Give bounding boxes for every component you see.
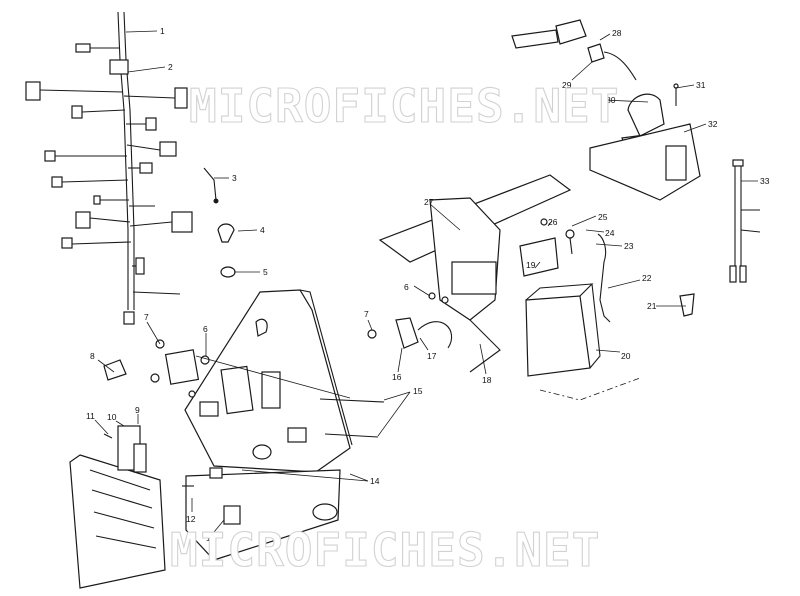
watermarks: MICROFICHES.NET MICROFICHES.NET [169,78,619,577]
leader-lines [94,30,758,533]
callout-20: 20 [621,351,631,361]
callout-5: 5 [263,267,268,277]
callout-29: 29 [562,80,572,90]
small-parts [203,167,236,278]
callout-9: 9 [135,405,140,415]
callout-1: 1 [160,26,165,36]
callout-19: 19 [526,260,536,270]
callout-11: 11 [86,411,95,421]
callout-7-second: 7 [364,309,369,319]
callout-6: 6 [203,324,208,334]
watermark-top: MICROFICHES.NET [189,79,619,133]
callout-26: 26 [548,217,558,227]
callout-8: 8 [90,351,95,361]
callout-32: 32 [708,119,718,129]
callout-4: 4 [260,225,265,235]
electrical-panel [103,289,385,473]
callout-23: 23 [624,241,634,251]
callout-21: 21 [647,301,657,311]
callout-2: 2 [168,62,173,72]
wiring-harness [25,11,193,325]
callout-24: 24 [605,228,615,238]
callout-27: 27 [424,197,434,207]
watermark-bottom: MICROFICHES.NET [170,523,600,577]
callout-30: 30 [606,95,616,105]
callout-22: 22 [642,273,652,283]
callout-14: 14 [370,476,380,486]
callout-31: 31 [696,80,706,90]
handlebar-controls [511,19,761,283]
callout-28: 28 [612,28,622,38]
callout-18: 18 [482,375,492,385]
callout-13: 13 [206,533,216,543]
callout-25: 25 [598,212,608,222]
front-rack [69,425,341,589]
callout-3: 3 [232,173,237,183]
callout-6-second: 6 [404,282,409,292]
callout-10: 10 [107,412,117,422]
callout-12: 12 [186,514,196,524]
callout-33: 33 [760,176,770,186]
callout-15: 15 [413,386,423,396]
callout-17: 17 [427,351,437,361]
callout-16: 16 [392,372,402,382]
frame-battery-area [367,174,695,401]
callout-labels: 1 2 3 4 5 6 7 8 9 10 11 12 13 14 15 16 1… [86,26,770,543]
callout-7: 7 [144,312,149,322]
